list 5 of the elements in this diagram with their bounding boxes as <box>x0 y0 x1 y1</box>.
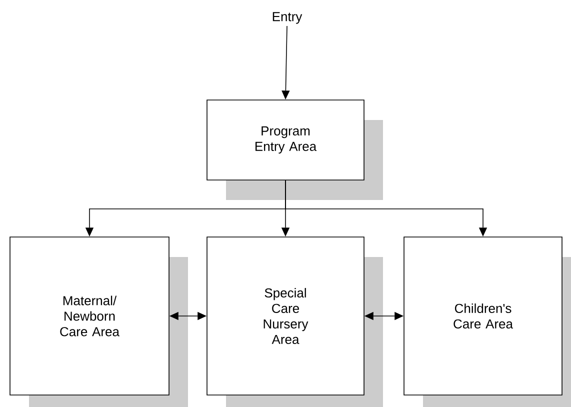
area-box: Special Care Nursery Area <box>206 236 364 396</box>
entry-label: Entry <box>272 12 302 24</box>
area-box: Maternal/ Newborn Care Area <box>10 236 170 396</box>
area-box: Children's Care Area <box>404 236 562 396</box>
area-box: Program Entry Area <box>206 100 364 180</box>
